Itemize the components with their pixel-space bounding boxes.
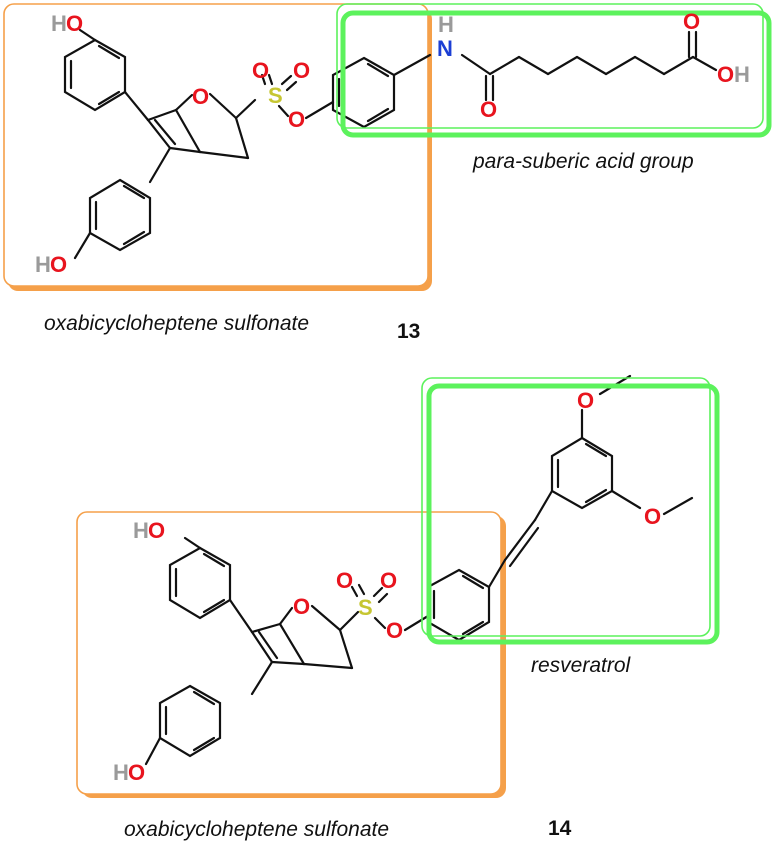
atom-h-bottom-14: H (113, 760, 129, 785)
atom-o-methoxy1-14: O (577, 388, 594, 413)
atom-o-sulfonyl2-14: O (380, 568, 397, 593)
phenyl-linker-13 (331, 53, 432, 129)
compound-14: H O O S O O O H O O O resveratrol oxabic… (76, 374, 720, 841)
atom-s-13: S (268, 83, 283, 108)
atom-h-amide-13: H (438, 12, 454, 37)
atom-h-acid-13: H (734, 62, 750, 87)
atom-o-sulfonyl1-14: O (336, 568, 353, 593)
atom-n-amide-13: N (437, 36, 453, 61)
atom-o-sulfonyl1-13: O (252, 58, 269, 83)
compound-13: H O O S O O O H O H N O O O H para-suber… (3, 3, 772, 343)
suberic-chain-13 (460, 30, 718, 102)
atom-o-hydroxyl-13: O (717, 62, 734, 87)
hydroxyphenyl-bottom-14 (144, 684, 222, 766)
hydroxyphenyl-bottom-13 (73, 178, 152, 260)
fragment-label-resveratrol: resveratrol (531, 654, 632, 677)
hydroxyphenyl-top-14 (168, 536, 254, 634)
atom-o-bottom-14: O (128, 760, 145, 785)
atom-o-carbonyl-13: O (683, 9, 700, 34)
atom-h-top-14: H (133, 518, 149, 543)
atom-o-ester-13: O (288, 107, 305, 132)
orange-fragment-box-14 (76, 511, 506, 798)
atom-o-methoxy2-14: O (644, 504, 661, 529)
atom-o-amide-13: O (480, 97, 497, 122)
hydroxyphenyl-top-13 (63, 28, 150, 122)
orange-fragment-box-13 (3, 3, 432, 291)
atom-o-top-13: O (66, 11, 83, 36)
atom-o-bridge-14: O (293, 594, 310, 619)
compound-number-13: 13 (397, 320, 420, 343)
oxabicycloheptene-core-13 (146, 92, 257, 184)
atom-s-14: S (358, 595, 373, 620)
atom-o-bottom-13: O (50, 252, 67, 277)
fragment-label-oxabicyclo-13: oxabicycloheptene sulfonate (44, 312, 309, 335)
sulfonate-group-14 (350, 583, 430, 632)
sulfonate-group-13 (260, 73, 335, 120)
atom-o-ester-14: O (386, 618, 403, 643)
green-fragment-box-14 (421, 377, 720, 645)
stilbene-alkene-14 (487, 489, 554, 589)
atom-h-top-13: H (51, 11, 67, 36)
dimethoxyphenyl-14 (550, 374, 694, 516)
atom-o-sulfonyl2-13: O (293, 58, 310, 83)
fragment-label-suberic: para-suberic acid group (472, 150, 694, 173)
atom-o-bridge-13: O (192, 84, 209, 109)
atom-h-bottom-13: H (35, 252, 51, 277)
compound-number-14: 14 (548, 817, 572, 840)
atom-o-top-14: O (148, 518, 165, 543)
fragment-label-oxabicyclo-14: oxabicycloheptene sulfonate (124, 818, 389, 841)
green-fragment-box-13 (336, 3, 772, 138)
oxabicycloheptene-core-14 (250, 604, 360, 696)
